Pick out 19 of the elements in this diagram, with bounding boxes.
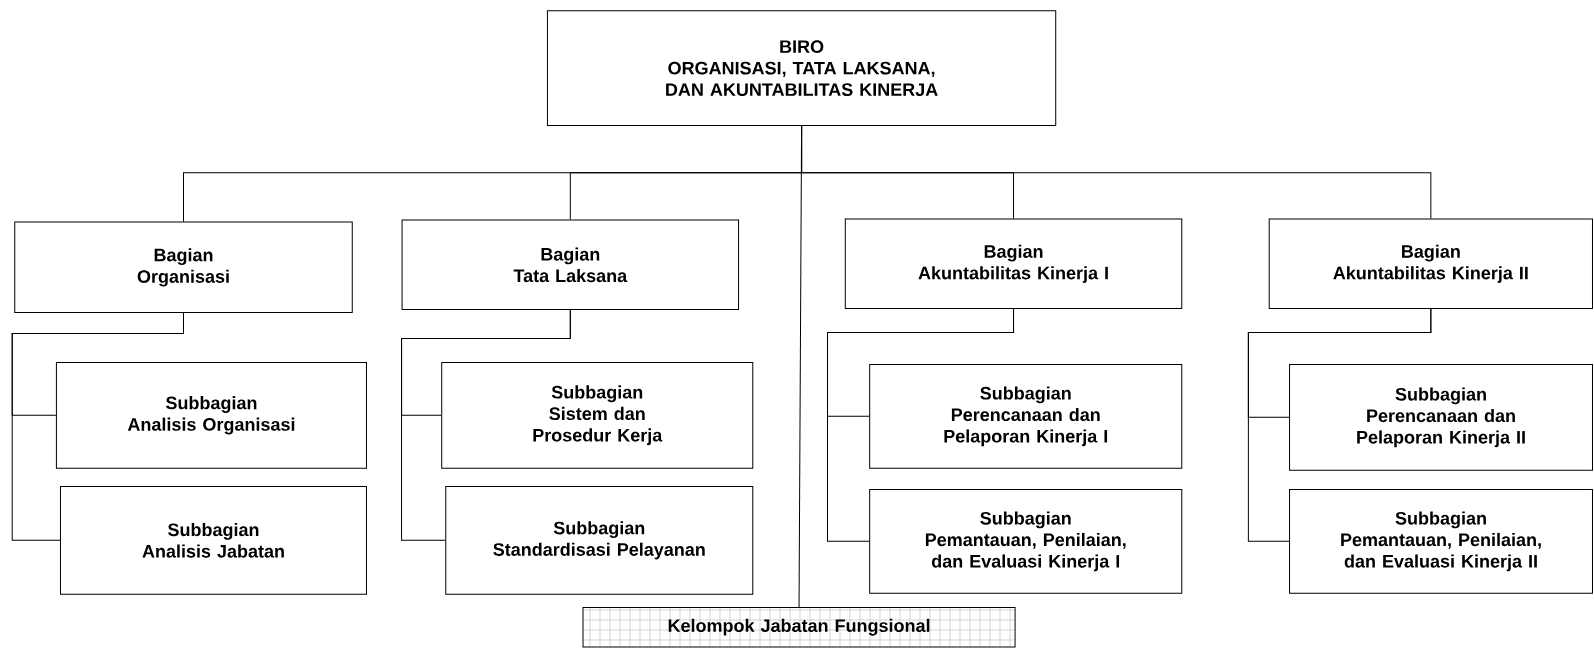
connector-line <box>1247 308 1432 542</box>
section-box: Subbagian Analisis Jabatan <box>60 485 367 595</box>
connector-line <box>401 309 571 541</box>
section-box: Bagian Tata Laksana <box>401 219 740 311</box>
group-box: Kelompok Jabatan Fungsional <box>582 606 1016 648</box>
section-box: Subbagian Standardisasi Pelayanan <box>445 485 754 595</box>
section-box: Subbagian Analisis Organisasi <box>55 361 367 469</box>
section-box: Bagian Akuntabilitas Kinerja II <box>1268 218 1593 310</box>
connector-line <box>798 125 803 608</box>
unit-box: BIRO ORGANISASI, TATA LAKSANA, DAN AKUNTABILITAS KINERJA <box>546 10 1057 127</box>
section-box: Subbagian Pemantauan, Penilaian, dan Evaluasi Kinerja II <box>1289 489 1593 594</box>
connector-line <box>827 308 1015 542</box>
section-box: Bagian Organisasi <box>14 221 353 314</box>
section-box: Subbagian Pemantauan, Penilaian, dan Evaluasi Kinerja I <box>869 489 1183 594</box>
section-box: Subbagian Perencanaan dan Pelaporan Kinerja II <box>1289 363 1593 471</box>
section-box: Subbagian Sistem dan Prosedur Kerja <box>441 361 754 469</box>
connector-line <box>11 312 184 541</box>
section-box: Subbagian Perencanaan dan Pelaporan Kinerja I <box>869 363 1183 469</box>
section-box: Bagian Akuntabilitas Kinerja I <box>844 218 1183 310</box>
